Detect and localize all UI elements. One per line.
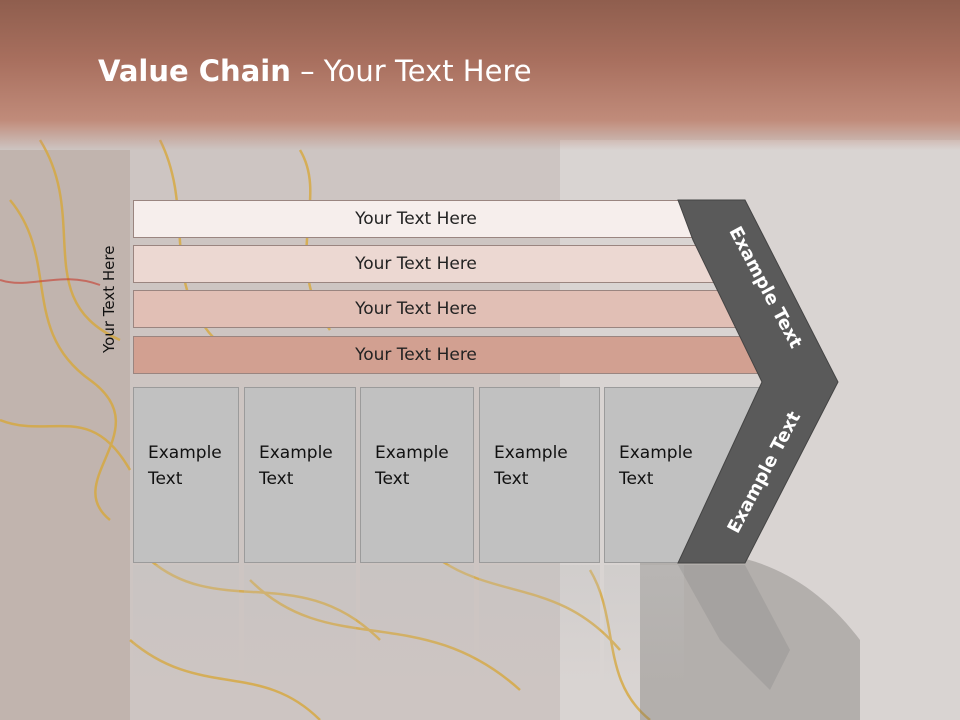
activity-bar-label: Your Text Here [355,345,477,365]
arrow-reflection [678,565,790,690]
activity-bar-label: Your Text Here [355,299,477,319]
activity-bar-2: Your Text Here [133,245,718,283]
title-bold: Value Chain [98,54,291,88]
support-box-reflection [244,565,356,685]
title-band [0,0,960,150]
support-box-line1: Example [259,443,333,463]
support-box-line2: Text [259,469,294,489]
page-title: Value Chain – Your Text Here [98,54,532,88]
support-box-line2: Text [494,469,529,489]
arrow-shape [677,199,839,564]
activity-bar-3: Your Text Here [133,290,741,328]
support-box-line1: Example [619,443,693,463]
support-box-reflection [604,565,684,685]
activity-bar-label: Your Text Here [355,209,477,229]
support-box-line1: Example [375,443,449,463]
support-box-line1: Example [148,443,222,463]
activity-bar-4: Your Text Here [133,336,765,374]
activity-bar-1: Your Text Here [133,200,693,238]
support-box-line2: Text [619,469,654,489]
support-box-line2: Text [375,469,410,489]
support-box-reflection [133,565,239,685]
support-box-line2: Text [148,469,183,489]
support-box-reflection [479,565,600,685]
title-rest: – Your Text Here [290,54,532,88]
support-box-line1: Example [494,443,568,463]
activity-bar-label: Your Text Here [355,254,477,274]
support-box-reflection [360,565,474,685]
